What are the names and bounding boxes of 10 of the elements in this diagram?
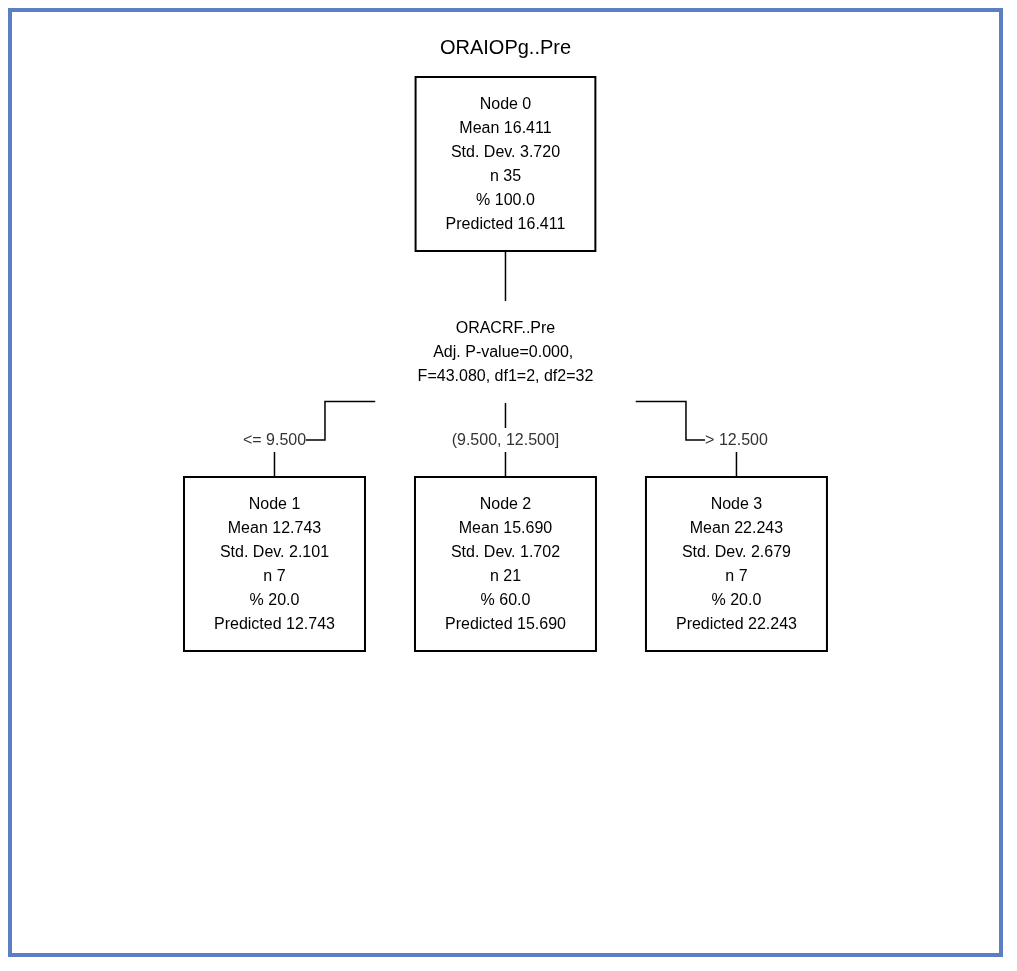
node-box: Node 1 Mean 12.743 Std. Dev. 2.101 n 7 % 20.0 Predicted 12.743 (183, 476, 366, 652)
node-box: Node 2 Mean 15.690 Std. Dev. 1.702 n 21 % 60.0 Predicted 15.690 (414, 476, 597, 652)
edge-label: > 12.500 (705, 431, 768, 448)
node-text: ORACRF..Pre Adj. P-value=0.000, F=43.080, df1=2, df2=32 (417, 319, 594, 384)
connector (504, 250, 507, 302)
node-box: Node 3 Mean 22.243 Std. Dev. 2.679 n 7 % 20.0 Predicted 22.243 (645, 476, 828, 652)
edge-label: (9.500, 12.500] (451, 431, 560, 448)
edge-label: <= 9.500 (242, 431, 307, 448)
tree-title: ORAIOPg..Pre (439, 36, 572, 59)
node-box: Node 0 Mean 16.411 Std. Dev. 3.720 n 35 % 100.0 Predicted 16.411 (414, 76, 597, 252)
